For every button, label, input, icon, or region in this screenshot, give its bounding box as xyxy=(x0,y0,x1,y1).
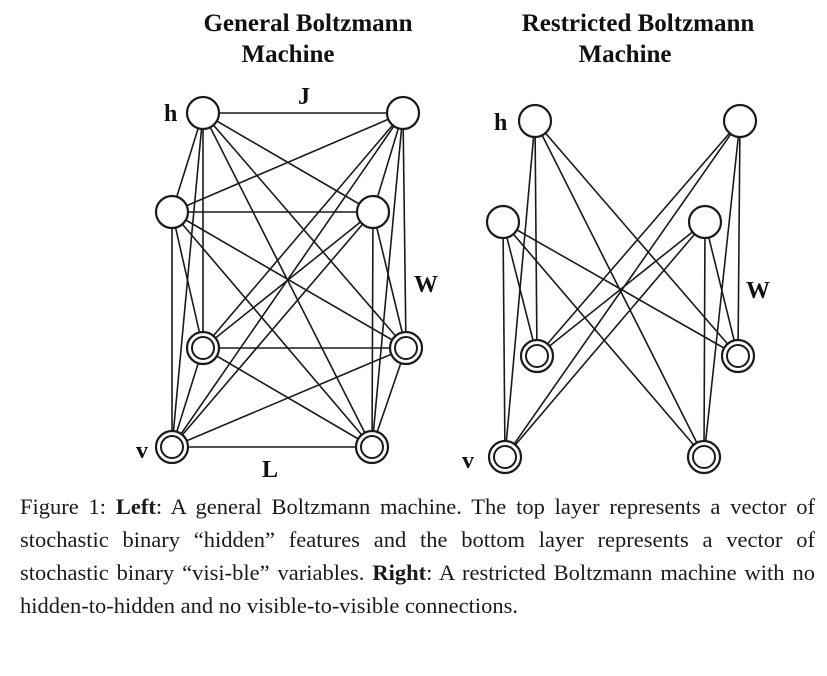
edge-h1-v0 xyxy=(202,112,404,349)
left-hidden-label: h xyxy=(164,101,177,127)
left-title-line1: General Boltzmann xyxy=(203,10,412,37)
edge-h2-v3 xyxy=(502,221,705,458)
visible-unit-2 xyxy=(154,429,190,465)
edge-h3-v2 xyxy=(504,221,706,458)
left-title-line2: Machine xyxy=(241,41,334,68)
figure-caption: Figure 1: Left: A general Boltzmann mach… xyxy=(20,490,815,622)
visible-unit-1 xyxy=(388,330,424,366)
edge-h0-h2 xyxy=(171,112,204,213)
hidden-unit-2 xyxy=(154,194,190,230)
visible-unit-0 xyxy=(519,338,555,374)
edge-h1-v1 xyxy=(737,120,741,357)
visible-unit-0 xyxy=(185,330,221,366)
caption-left-word: Left xyxy=(115,494,156,519)
hidden-unit-1 xyxy=(722,103,758,139)
edge-h1-v2 xyxy=(504,120,741,458)
left-units xyxy=(154,95,424,465)
edge-h2-v2 xyxy=(502,221,506,458)
hidden-unit-0 xyxy=(185,95,221,131)
edge-h2-v0 xyxy=(502,221,538,357)
edge-h1-v3 xyxy=(371,112,404,448)
visible-unit-1 xyxy=(720,338,756,374)
edge-v1-v2 xyxy=(171,347,407,448)
visible-unit-2 xyxy=(487,439,523,475)
edge-h1-h2 xyxy=(171,112,404,213)
edge-h3-v2 xyxy=(171,211,374,448)
caption-figure-number: Figure 1: xyxy=(20,494,107,519)
edge-v0-v2 xyxy=(171,347,204,448)
right-title-line2: Machine xyxy=(578,41,671,68)
left-W-label: W xyxy=(414,272,438,298)
edge-h3-v3 xyxy=(703,221,706,458)
left-connections xyxy=(171,112,407,448)
hidden-unit-3 xyxy=(355,194,391,230)
right-W-label: W xyxy=(746,278,770,304)
left-L-label: L xyxy=(262,457,278,483)
edge-h3-v0 xyxy=(202,211,374,349)
right-title-line1: Restricted Boltzmann xyxy=(522,10,755,37)
caption-right-word: Right xyxy=(372,560,427,585)
right-connections xyxy=(502,120,741,458)
edge-v1-v3 xyxy=(371,347,407,448)
left-visible-label: v xyxy=(136,438,148,464)
edge-h3-v0 xyxy=(536,221,706,357)
edge-h3-v1 xyxy=(372,211,407,349)
hidden-unit-1 xyxy=(385,95,421,131)
edge-h1-v0 xyxy=(536,120,741,357)
caption-right-text: : A restricted Boltzmann machine with no… xyxy=(20,560,815,618)
edge-h1-h3 xyxy=(372,112,404,213)
edge-h3-v3 xyxy=(371,211,374,448)
hidden-unit-2 xyxy=(485,204,521,240)
edge-h3-v1 xyxy=(704,221,739,357)
edge-h1-v1 xyxy=(402,112,407,349)
hidden-unit-0 xyxy=(517,103,553,139)
left-J-label: J xyxy=(298,84,310,110)
right-units xyxy=(485,103,758,475)
hidden-unit-3 xyxy=(687,204,723,240)
visible-unit-3 xyxy=(686,439,722,475)
edge-h0-v0 xyxy=(534,120,538,357)
right-visible-label: v xyxy=(462,448,474,474)
caption-left-text: : A general Boltzmann machine. The top l… xyxy=(20,494,815,585)
right-hidden-label: h xyxy=(494,110,507,136)
visible-unit-3 xyxy=(354,429,390,465)
edge-h2-v0 xyxy=(171,211,204,349)
